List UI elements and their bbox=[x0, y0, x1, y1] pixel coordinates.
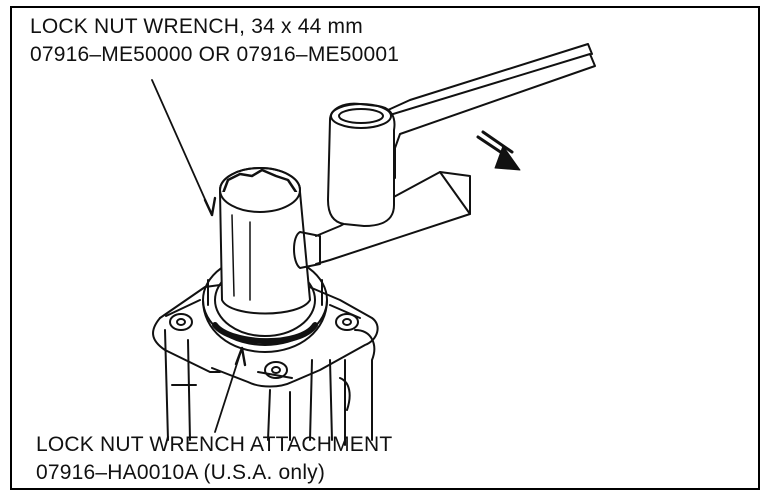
top-leader-line bbox=[151, 79, 213, 216]
lock-nut-socket bbox=[219, 167, 321, 315]
figure-border bbox=[10, 6, 760, 490]
leader-lines bbox=[151, 79, 247, 433]
wrench-callout-label: LOCK NUT WRENCH, 34 x 44 mm 07916–ME5000… bbox=[30, 13, 399, 69]
bottom-leader-arrowhead bbox=[234, 346, 247, 367]
wrench-handle bbox=[315, 43, 596, 265]
wrench-part-numbers: 07916–ME50000 OR 07916–ME50001 bbox=[30, 43, 400, 66]
wrench-name: LOCK NUT WRENCH, 34 x 44 mm bbox=[30, 15, 363, 38]
turn-direction-arrow bbox=[476, 130, 521, 171]
attachment-part-number: 07916–HA0010A (U.S.A. only) bbox=[36, 461, 326, 484]
attachment-callout-label: LOCK NUT WRENCH ATTACHMENT 07916–HA0010A… bbox=[36, 431, 392, 487]
attachment-name: LOCK NUT WRENCH ATTACHMENT bbox=[36, 433, 393, 456]
top-leader-arrowhead bbox=[203, 196, 217, 217]
